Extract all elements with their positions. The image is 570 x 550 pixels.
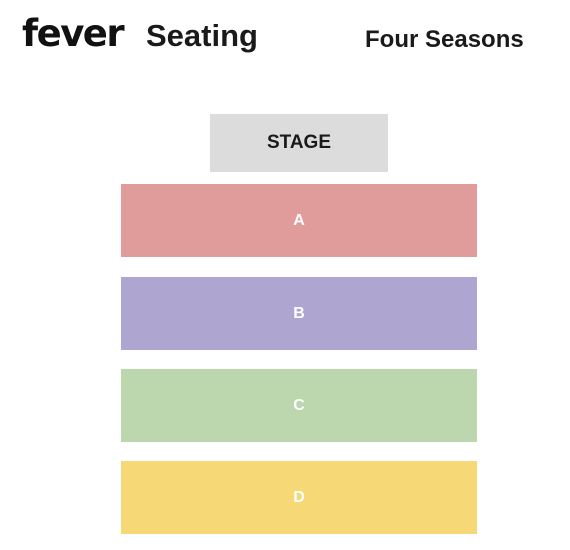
fever-logo: fever bbox=[22, 12, 125, 55]
brand-subtitle: Seating bbox=[146, 18, 258, 53]
section-a[interactable]: A bbox=[121, 184, 477, 257]
section-b[interactable]: B bbox=[121, 277, 477, 350]
header: fever Seating Four Seasons bbox=[0, 0, 570, 70]
event-name: Four Seasons bbox=[365, 26, 524, 53]
stage: STAGE bbox=[210, 114, 388, 172]
section-c[interactable]: C bbox=[121, 369, 477, 442]
section-d[interactable]: D bbox=[121, 461, 477, 534]
